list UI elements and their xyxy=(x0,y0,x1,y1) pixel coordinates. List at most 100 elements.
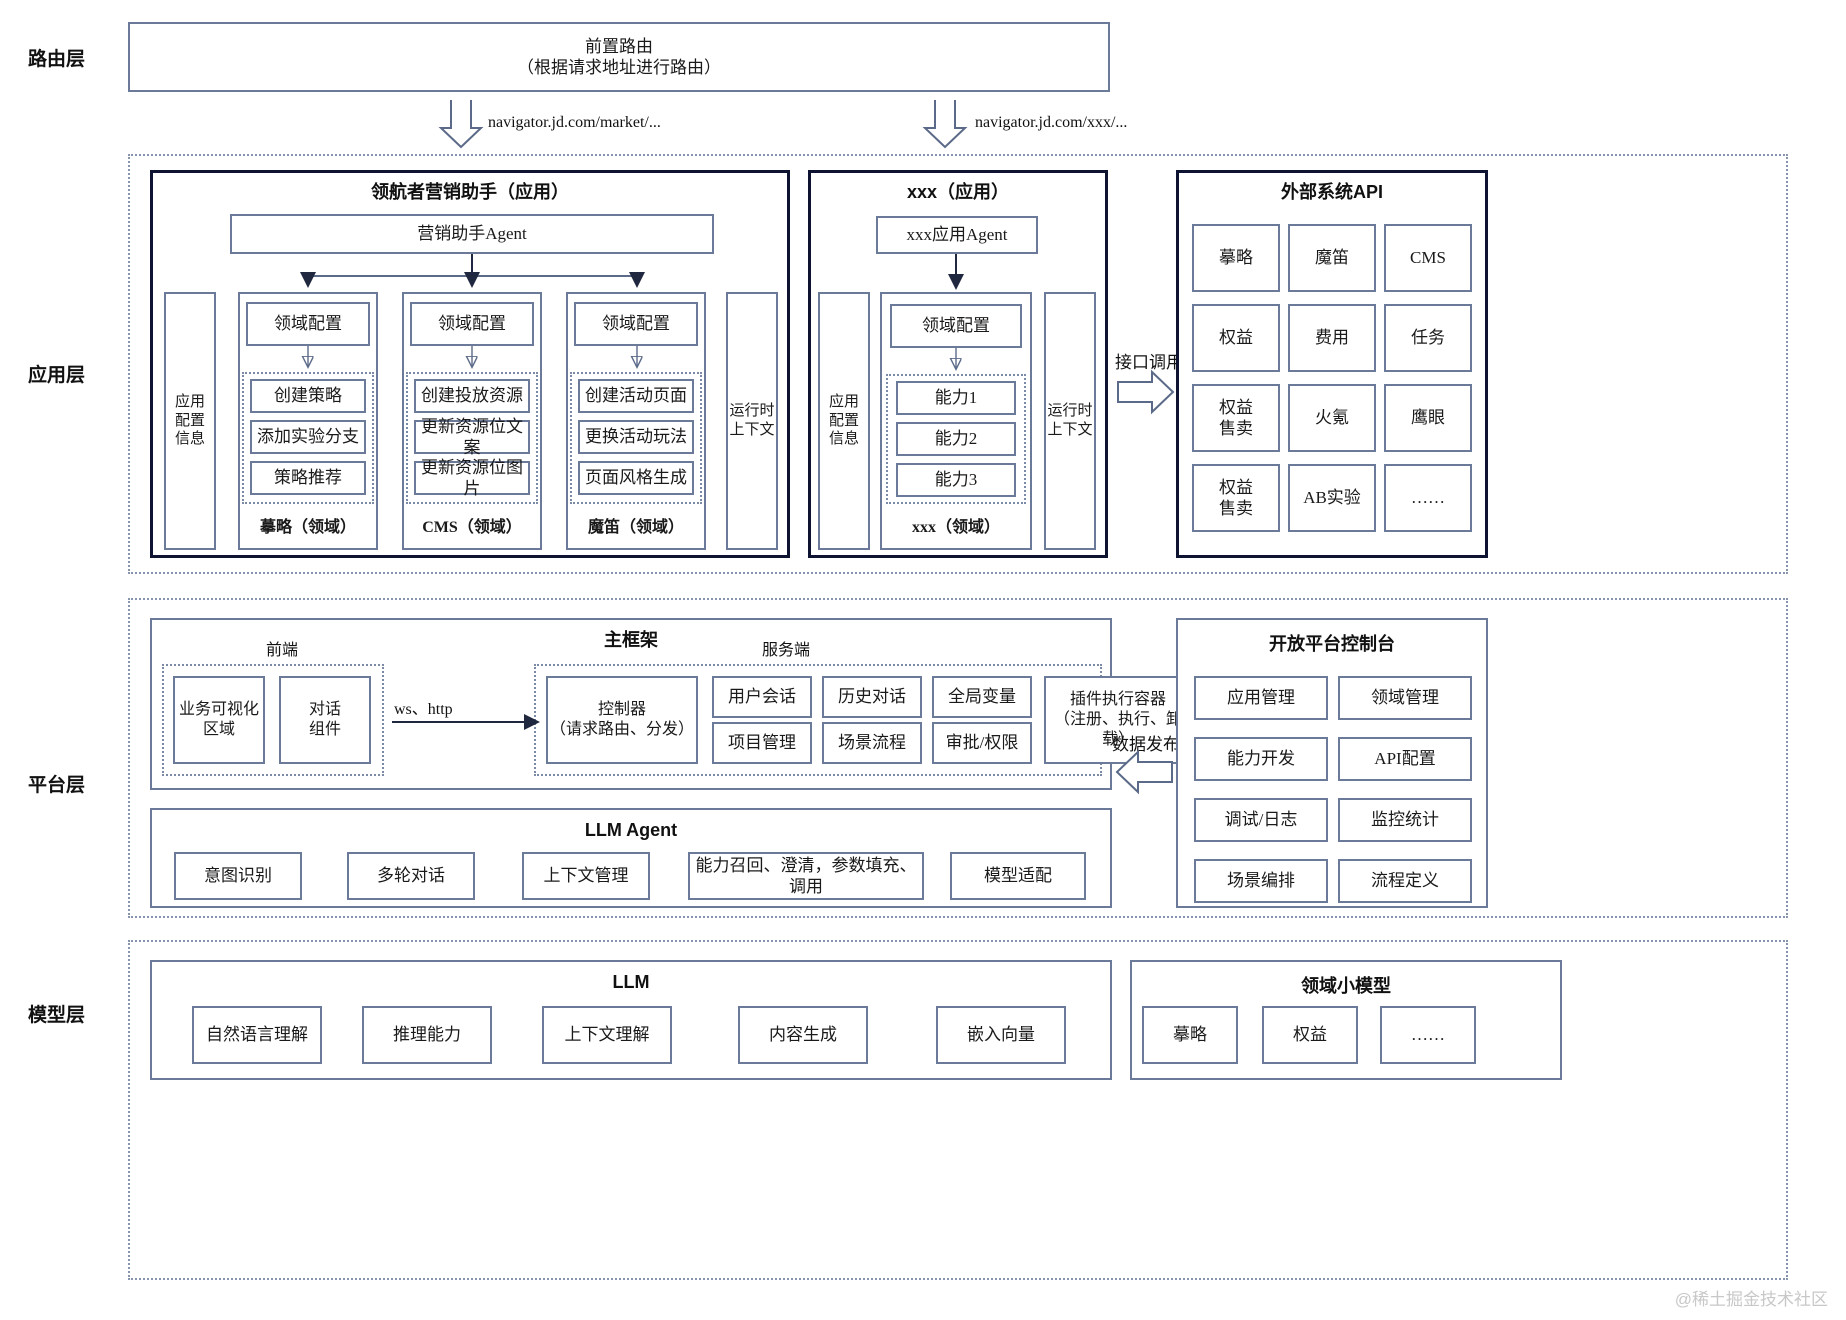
main-framework-title: 主框架 xyxy=(604,630,658,650)
external-api-grid: 摹略 魔笛 CMS 权益 费用 任务 权益 售卖 火氪 鹰眼 权益 售卖 AB实… xyxy=(1192,224,1472,542)
external-api-title: 外部系统API xyxy=(1280,182,1383,202)
capability-group-molue xyxy=(242,372,374,504)
console-item-7[interactable]: 流程定义 xyxy=(1338,859,1472,903)
frontend-item-1[interactable]: 对话 组件 xyxy=(279,676,371,764)
capability-modi-0: 创建活动页面 xyxy=(578,379,694,413)
frontend-group xyxy=(162,664,384,776)
console-item-6[interactable]: 场景编排 xyxy=(1194,859,1328,903)
console-item-1[interactable]: 领域管理 xyxy=(1338,676,1472,720)
domain-models-title: 领域小模型 xyxy=(1301,976,1391,996)
console-grid: 应用管理 领域管理 能力开发 API配置 调试/日志 监控统计 场景编排 流程定… xyxy=(1194,676,1472,903)
external-api-item-0[interactable]: 摹略 xyxy=(1192,224,1280,292)
main-app-runtime-context-box: 运行时 上下文 xyxy=(726,292,778,550)
capability-cms-0: 创建投放资源 xyxy=(414,379,530,413)
plugin-container-box[interactable]: 插件执行容器 （注册、执行、卸载） xyxy=(1044,676,1192,764)
external-api-item-3[interactable]: 权益 xyxy=(1192,304,1280,372)
server-item-user-session[interactable]: 用户会话 xyxy=(712,676,812,718)
capability-xxx-0: 能力1 xyxy=(896,381,1016,415)
domain-model-item-1[interactable]: 权益 xyxy=(1262,1006,1358,1064)
external-api-item-6[interactable]: 权益 售卖 xyxy=(1192,384,1280,452)
domain-name-modi: 魔笛（领域） xyxy=(587,519,684,536)
capability-molue-0: 创建策略 xyxy=(250,379,366,413)
external-api-item-1[interactable]: 魔笛 xyxy=(1288,224,1376,292)
external-api-item-8[interactable]: 鹰眼 xyxy=(1384,384,1472,452)
arrow-label-market-url: navigator.jd.com/market/... xyxy=(488,114,661,131)
capability-xxx-1: 能力2 xyxy=(896,422,1016,456)
domain-model-item-2[interactable]: …… xyxy=(1380,1006,1476,1064)
console-item-4[interactable]: 调试/日志 xyxy=(1194,798,1328,842)
frontend-item-0[interactable]: 业务可视化 区域 xyxy=(173,676,265,764)
llm-agent-item-2[interactable]: 上下文管理 xyxy=(522,852,650,900)
frontend-item-0-line-1: 区域 xyxy=(202,721,235,738)
console-item-3[interactable]: API配置 xyxy=(1338,737,1472,781)
server-item-history-dialog[interactable]: 历史对话 xyxy=(822,676,922,718)
capability-cms-1: 更新资源位文案 xyxy=(414,417,530,457)
server-item-project-management[interactable]: 项目管理 xyxy=(712,722,812,764)
domain-name-xxx: xxx（领域） xyxy=(911,519,1000,536)
domain-config-xxx: 领域配置 xyxy=(890,304,1022,348)
llm-item-2[interactable]: 上下文理解 xyxy=(542,1006,672,1064)
llm-agent-item-1[interactable]: 多轮对话 xyxy=(347,852,475,900)
server-item-global-variable[interactable]: 全局变量 xyxy=(932,676,1032,718)
xxx-application-title: xxx（应用） xyxy=(906,182,1010,202)
server-item-scene-flow[interactable]: 场景流程 xyxy=(822,722,922,764)
capability-group-cms xyxy=(406,372,538,504)
external-api-item-11[interactable]: …… xyxy=(1384,464,1472,532)
frontend-label: 前端 xyxy=(265,642,298,659)
llm-agent-item-4[interactable]: 模型适配 xyxy=(950,852,1086,900)
console-title: 开放平台控制台 xyxy=(1269,634,1395,654)
xxx-app-runtime-context-box: 运行时 上下文 xyxy=(1044,292,1096,550)
xxx-app-config-info-box: 应用 配置 信息 xyxy=(818,292,870,550)
server-item-approval-permission[interactable]: 审批/权限 xyxy=(932,722,1032,764)
console-item-5[interactable]: 监控统计 xyxy=(1338,798,1472,842)
config-line-0: 应用 xyxy=(174,393,205,410)
config-line-2: 信息 xyxy=(174,431,205,448)
llm-item-1[interactable]: 推理能力 xyxy=(362,1006,492,1064)
arrow-label-xxx-url: navigator.jd.com/xxx/... xyxy=(975,114,1128,131)
domain-name-cms: CMS（领域） xyxy=(422,519,522,536)
console-item-0[interactable]: 应用管理 xyxy=(1194,676,1328,720)
controller-line-1: （请求路由、分发） xyxy=(549,721,694,738)
frontend-item-1-line-1: 组件 xyxy=(308,721,341,738)
routing-title: 前置路由 xyxy=(585,36,653,56)
main-app-config-info-box: 应用 配置 信息 xyxy=(164,292,216,550)
routing-box: 前置路由 （根据请求地址进行路由） xyxy=(128,22,1110,92)
external-api-item-9[interactable]: 权益 售卖 xyxy=(1192,464,1280,532)
xxx-config-line-2: 信息 xyxy=(828,431,859,448)
frontend-item-0-line-0: 业务可视化 xyxy=(178,701,259,718)
layer-label-platform: 平台层 xyxy=(28,775,86,796)
capability-molue-1: 添加实验分支 xyxy=(250,420,366,454)
console-item-2[interactable]: 能力开发 xyxy=(1194,737,1328,781)
capability-group-modi xyxy=(570,372,702,504)
llm-item-0[interactable]: 自然语言理解 xyxy=(192,1006,322,1064)
external-api-item-5[interactable]: 任务 xyxy=(1384,304,1472,372)
watermark: @稀土掘金技术社区 xyxy=(1674,1290,1828,1309)
external-api-item-2[interactable]: CMS xyxy=(1384,224,1472,292)
marketing-agent-box: 营销助手Agent xyxy=(230,214,714,254)
llm-item-3[interactable]: 内容生成 xyxy=(738,1006,868,1064)
controller-line-0: 控制器 xyxy=(597,701,646,718)
external-api-item-7[interactable]: 火氪 xyxy=(1288,384,1376,452)
domain-config-molue: 领域配置 xyxy=(246,302,370,346)
routing-subtitle: （根据请求地址进行路由） xyxy=(517,58,721,77)
controller-box[interactable]: 控制器 （请求路由、分发） xyxy=(546,676,698,764)
domain-config-modi: 领域配置 xyxy=(574,302,698,346)
external-api-item-10[interactable]: AB实验 xyxy=(1288,464,1376,532)
main-application-title: 领航者营销助手（应用） xyxy=(371,182,569,202)
data-publish-label: 数据发布 xyxy=(1112,735,1180,754)
route-arrow-xxx xyxy=(922,100,968,149)
domain-model-item-0[interactable]: 摹略 xyxy=(1142,1006,1238,1064)
capability-cms-2: 更新资源位图片 xyxy=(414,458,530,498)
xxx-runtime-line-1: 上下文 xyxy=(1047,422,1093,438)
llm-agent-item-3[interactable]: 能力召回、澄清，参数填充、调用 xyxy=(688,852,924,900)
interface-call-label: 接口调用 xyxy=(1115,353,1183,372)
xxx-agent-box: xxx应用Agent xyxy=(876,216,1038,254)
xxx-runtime-line-0: 运行时 xyxy=(1047,403,1093,420)
config-line-1: 配置 xyxy=(174,412,205,429)
capability-xxx-2: 能力3 xyxy=(896,463,1016,497)
llm-item-4[interactable]: 嵌入向量 xyxy=(936,1006,1066,1064)
external-api-item-4[interactable]: 费用 xyxy=(1288,304,1376,372)
llm-agent-item-0[interactable]: 意图识别 xyxy=(174,852,302,900)
capability-molue-2: 策略推荐 xyxy=(250,461,366,495)
plugin-container-line-1: （注册、执行、卸载） xyxy=(1053,711,1182,748)
